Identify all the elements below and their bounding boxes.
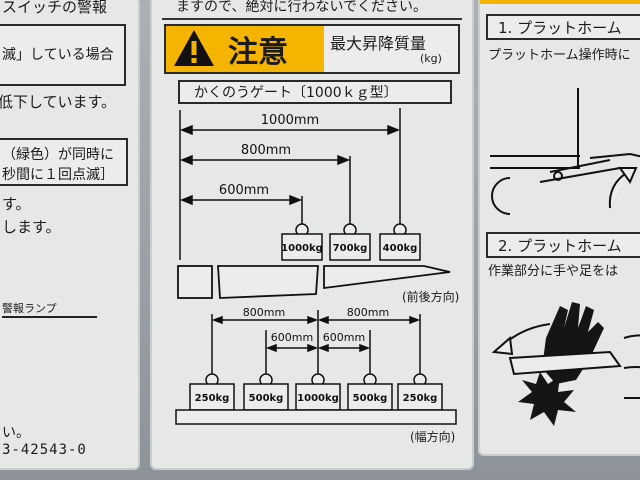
max-load-unit: (kg) <box>420 52 442 65</box>
max-load-label: 最大昇降質量 <box>330 34 427 53</box>
width-label-inner-right: 600mm <box>323 331 365 344</box>
depth-label-1000: 1000mm <box>261 113 319 128</box>
width-weight-4: 500kg <box>353 393 388 404</box>
rotate-arrow-icon <box>608 171 629 209</box>
caution-word: 注意 <box>228 35 288 70</box>
left-line-5: 秒間に１回点滅］ <box>2 167 114 183</box>
gate-title: かくのうゲート〔1000ｋｇ型〕 <box>194 85 398 101</box>
crush-burst-icon <box>518 372 576 426</box>
left-line-4: （緑色）が同時に <box>2 147 114 163</box>
hand-pinch-illustration <box>491 302 640 426</box>
gate-body <box>177 265 213 299</box>
width-weight-1: 250kg <box>195 393 230 404</box>
width-weight-5: 250kg <box>403 393 438 404</box>
max-load-box: 最大昇降質量 (kg) <box>324 24 460 74</box>
right-top-stripe <box>480 0 640 4</box>
gate-platform-front <box>217 265 319 299</box>
left-line-8: 警報ランプ <box>2 300 97 318</box>
right-instruction-label: 1. プラットホーム プラットホーム操作時に 2. プラットホーム 作業部分に手… <box>478 0 640 456</box>
width-load-diagram: 800mm 800mm 600mm 600mm 250kg 500kg 1000… <box>175 306 457 425</box>
width-direction: (幅方向) <box>410 430 456 444</box>
left-line-7: します。 <box>2 218 61 236</box>
depth-label-800: 800mm <box>241 143 291 158</box>
depth-direction: (前後方向) <box>402 290 460 304</box>
width-label-outer-right: 800mm <box>347 306 389 319</box>
warning-triangle-icon <box>174 30 214 66</box>
gate-platform-rear <box>323 265 451 290</box>
left-line-9: い。 <box>2 425 30 441</box>
step2-text: 作業部分に手や足をは <box>488 264 619 279</box>
left-notice-box-2 <box>0 138 128 186</box>
width-label-inner-left: 600mm <box>271 331 313 344</box>
step1-title-box: 1. プラットホーム <box>486 14 640 40</box>
center-caution-label: ますので、絶対に行わないでください。 注意 最大昇降質量 (kg) かくのうゲー… <box>150 0 474 470</box>
step1-text: プラットホーム操作時に <box>488 48 631 63</box>
width-weight-2: 500kg <box>249 393 284 404</box>
depth-weight-1000kg: 1000kg <box>281 243 323 254</box>
left-line-6: す。 <box>2 195 31 213</box>
gate-title-box: かくのうゲート〔1000ｋｇ型〕 <box>178 80 452 104</box>
depth-weight-400kg: 400kg <box>383 243 418 254</box>
width-weight-3: 1000kg <box>297 393 339 404</box>
step1-title: 1. プラットホーム <box>498 19 622 37</box>
left-line-3: 低下しています。 <box>0 93 117 111</box>
left-line-2: 滅」している場合 <box>2 47 114 63</box>
part-number: 3-42543-0 <box>2 442 87 458</box>
depth-load-diagram: 1000mm 800mm 600mm 1000kg 700kg 400kg <box>177 108 451 299</box>
depth-weight-700kg: 700kg <box>333 243 368 254</box>
platform-width-bar <box>175 409 457 425</box>
caution-banner: 注意 <box>164 24 328 74</box>
left-warning-label: スイッチの警報 滅」している場合 低下しています。 （緑色）が同時に 秒間に１回… <box>0 0 140 470</box>
left-line-1: スイッチの警報 <box>2 0 108 16</box>
depth-label-600: 600mm <box>219 183 269 198</box>
step2-title: 2. プラットホーム <box>498 237 622 255</box>
truck-platform-illustration <box>490 88 640 215</box>
center-top-text: ますので、絶対に行わないでください。 <box>176 0 428 15</box>
left-notice-box-1 <box>0 24 126 86</box>
top-divider <box>162 18 462 20</box>
step2-title-box: 2. プラットホーム <box>486 232 640 258</box>
width-label-outer-left: 800mm <box>243 306 285 319</box>
